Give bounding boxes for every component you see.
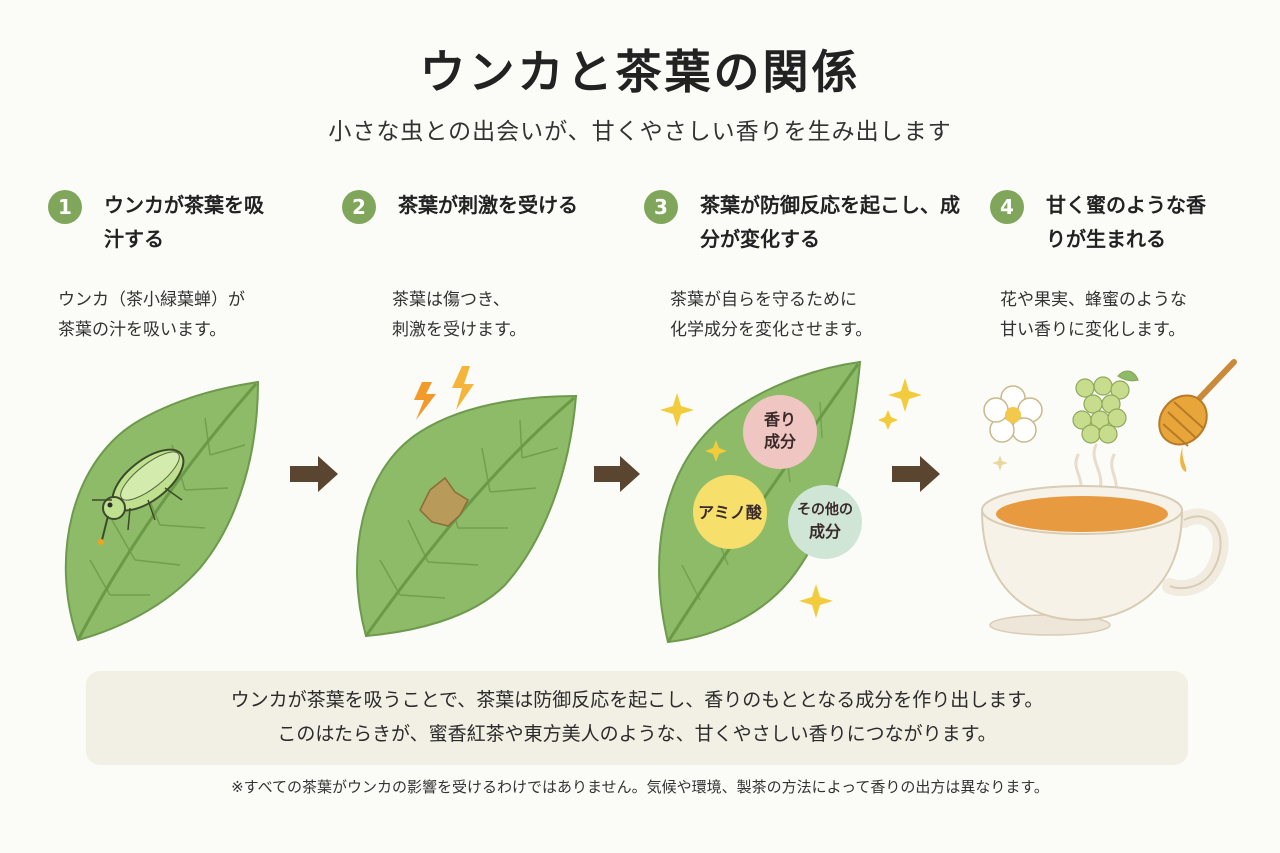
lightning-icon (452, 366, 474, 410)
flower-icon (983, 385, 1043, 443)
step-desc-line: ウンカ（茶小緑葉蝉）が (58, 290, 245, 310)
step-desc-line: 甘い香りに変化します。 (1000, 320, 1186, 340)
bubble-aroma-label-2: 成分 (764, 432, 796, 451)
other-compound-bubble (788, 485, 862, 559)
step-desc-line: 花や果実、蜂蜜のような (1000, 290, 1187, 310)
sparkle-icon (888, 378, 922, 412)
bubble-other-label-2: 成分 (809, 522, 841, 541)
grapes-icon (1072, 370, 1139, 444)
arrow-icon (594, 456, 640, 492)
step-desc-line: 茶葉が自らを守るために (670, 290, 857, 310)
page-title: ウンカと茶葉の関係 (419, 45, 861, 99)
step-title: 茶葉が刺激を受ける (398, 193, 578, 217)
sparkle-icon (705, 440, 727, 462)
step-number-badge: 1 (48, 190, 82, 224)
tea-cup-illustration (980, 359, 1237, 636)
step-title: ウンカが茶葉を吸汁する (104, 193, 264, 251)
summary-line-1: ウンカが茶葉を吸うことで、茶葉は防御反応を起こし、香りのもととなる成分を作り出し… (230, 689, 1044, 711)
leaf-damage-spot (419, 476, 469, 527)
step-desc-line: 刺激を受けます。 (392, 320, 527, 340)
sparkle-icon (660, 393, 694, 427)
step-title: 甘く蜜のような香りが生まれる (1046, 193, 1206, 251)
step-desc-line: 茶葉は傷つき、 (392, 290, 510, 310)
bubble-other-label-1: その他の (797, 501, 853, 518)
sparkle-icon (992, 455, 1008, 471)
step-3-description: 茶葉が自らを守るために 化学成分を変化させます。 (670, 285, 872, 345)
step-number-badge: 3 (644, 190, 678, 224)
step-number-badge: 2 (342, 190, 376, 224)
leaf-with-insect-illustration (64, 380, 260, 642)
step-4-description: 花や果実、蜂蜜のような 甘い香りに変化します。 (1000, 285, 1187, 345)
sparkle-icon (799, 584, 833, 618)
aroma-compound-bubble (743, 395, 817, 469)
arrow-icon (290, 456, 338, 492)
summary-box: ウンカが茶葉を吸うことで、茶葉は防御反応を起こし、香りのもととなる成分を作り出し… (86, 671, 1188, 765)
step-desc-line: 化学成分を変化させます。 (670, 320, 873, 340)
honey-dipper-icon (1158, 359, 1237, 472)
page-subtitle: 小さな虫との出会いが、甘くやさしい香りを生み出します (328, 119, 952, 145)
footnote: ※すべての茶葉がウンカの影響を受けるわけではありません。気候や環境、製茶の方法に… (231, 778, 1049, 796)
step-1-description: ウンカ（茶小緑葉蝉）が 茶葉の汁を吸います。 (58, 285, 245, 345)
lightning-icon (414, 382, 436, 420)
summary-line-2: このはたらきが、蜜香紅茶や東方美人のような、甘くやさしい香りにつながります。 (277, 723, 997, 745)
leaf-with-compounds-illustration (658, 360, 922, 644)
damaged-leaf-illustration (356, 366, 578, 638)
step-2-description: 茶葉は傷つき、 刺激を受けます。 (392, 285, 526, 345)
arrow-icon (892, 456, 940, 492)
bubble-amino-label: アミノ酸 (698, 503, 763, 522)
insect-icon (92, 448, 185, 545)
step-title: 茶葉が防御反応を起こし、成分が変化する (700, 193, 960, 251)
sparkle-icon (878, 410, 898, 430)
bubble-aroma-label-1: 香り (763, 410, 796, 429)
step-number-badge: 4 (990, 190, 1024, 224)
amino-acid-bubble (693, 475, 767, 549)
step-desc-line: 茶葉の汁を吸います。 (58, 320, 227, 340)
